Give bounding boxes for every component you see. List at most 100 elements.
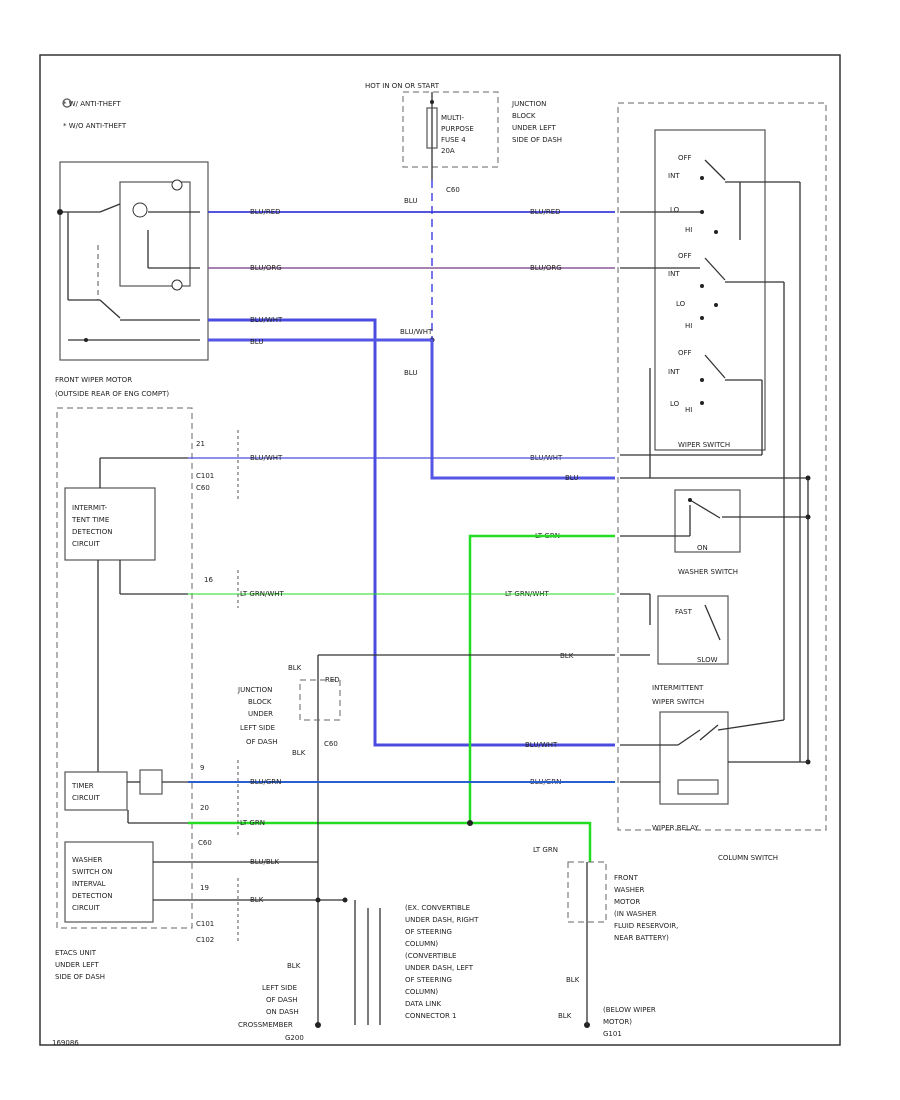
ws2-hi: HI — [685, 322, 692, 330]
wire-blk-washer-top: BLK — [566, 976, 580, 984]
junction-top-3: UNDER LEFT — [512, 124, 556, 132]
ground-5: G200 — [285, 1034, 304, 1042]
int-circuit-3: DETECTION — [72, 528, 113, 536]
ws1-lo: LO — [670, 206, 680, 214]
wire-blu-blk: BLU/BLK — [250, 858, 280, 866]
column-switch-label: COLUMN SWITCH — [718, 854, 778, 862]
intermittent-fast: FAST — [675, 608, 693, 616]
wire-lt-grn — [188, 534, 615, 862]
hot-note: HOT IN ON OR START — [365, 82, 440, 90]
washer-motor-1: FRONT — [614, 874, 639, 882]
conv-note-8: COLUMN) — [405, 988, 438, 996]
conv-note-5: (CONVERTIBLE — [405, 952, 456, 960]
conv-note-3: OF STEERING — [405, 928, 452, 936]
pin-19: 19 — [200, 884, 209, 892]
conn-c101: C101 — [196, 472, 214, 480]
wiper-switch-label: WIPER SWITCH — [678, 441, 730, 449]
pin-9: 9 — [200, 764, 204, 772]
pin-16: 16 — [204, 576, 213, 584]
wire-blu-red-left: BLU/RED — [250, 208, 281, 216]
legend-line-2: * W/O ANTI-THEFT — [63, 122, 127, 130]
ws3-hi: HI — [685, 406, 692, 414]
column-switch-box — [617, 102, 827, 831]
etacs-box — [56, 407, 193, 929]
fuse-label-3: FUSE 4 — [441, 136, 466, 144]
conn-c60b: C60 — [198, 839, 212, 847]
page-id: 169086 — [52, 1039, 79, 1047]
washer-circuit-3: INTERVAL — [72, 880, 106, 888]
conn-c101b: C101 — [196, 920, 214, 928]
fuse-box — [402, 91, 499, 168]
conn-c60a: C60 — [196, 484, 210, 492]
conv-note-7: OF STEERING — [405, 976, 452, 984]
conv-note-4: COLUMN) — [405, 940, 438, 948]
int-circuit-4: CIRCUIT — [72, 540, 101, 548]
wire-blu-wht-left: BLU/WHT — [250, 316, 283, 324]
ws2-off: OFF — [678, 252, 692, 260]
wiper-motor-label-1: FRONT WIPER MOTOR — [55, 376, 132, 384]
washer-switch-label: WASHER SWITCH — [678, 568, 738, 576]
washer-switch-state: ON — [697, 544, 708, 552]
wire-blu-org-left: BLU/ORG — [250, 264, 282, 272]
conn-c102: C102 — [196, 936, 214, 944]
intermittent-label-2: WIPER SWITCH — [652, 698, 704, 706]
wire-blu-grn-left: BLU/GRN — [250, 778, 281, 786]
wire-blu-wht-mid: BLU/WHT — [400, 328, 433, 336]
conv-note-6: UNDER DASH, LEFT — [405, 964, 474, 972]
diagram-frame — [39, 54, 841, 1046]
washer-motor-4: (IN WASHER — [614, 910, 657, 918]
timer-circuit-1: TIMER — [71, 782, 94, 790]
below-motor-1: (BELOW WIPER — [603, 1006, 656, 1014]
wire-blu-wht-etacs-label: BLU/WHT — [250, 454, 283, 462]
ground-3: ON DASH — [266, 1008, 299, 1016]
wire-blu-mid: BLU — [404, 369, 417, 377]
washer-motor-3: MOTOR — [614, 898, 640, 906]
washer-motor-6: NEAR BATTERY) — [614, 934, 669, 942]
wire-lt-grn-washer: LT GRN — [533, 846, 558, 854]
junction-top-4: SIDE OF DASH — [512, 136, 562, 144]
ws2-lo: LO — [676, 300, 686, 308]
etacs-label-2: UNDER LEFT — [55, 961, 99, 969]
ws1-int: INT — [668, 172, 680, 180]
washer-motor-2: WASHER — [614, 886, 644, 894]
ws3-int: INT — [668, 368, 680, 376]
washer-motor-5: FLUID RESERVOIR, — [614, 922, 678, 930]
fuse-label-1: MULTI- — [441, 114, 464, 122]
pin-21: 21 — [196, 440, 205, 448]
wiper-switch-box — [654, 129, 766, 451]
washer-switch-box — [674, 489, 741, 553]
junction-mid-4: LEFT SIDE — [240, 724, 275, 732]
ws1-hi: HI — [685, 226, 692, 234]
ws2-int: INT — [668, 270, 680, 278]
wire-lt-grn-bottom: LT GRN — [240, 819, 265, 827]
ws1-off: OFF — [678, 154, 692, 162]
conn-c60c: C60 — [324, 740, 338, 748]
wire-blk-vertical: BLK — [287, 962, 301, 970]
wire-blu-top: BLU — [404, 197, 417, 205]
wire-blk-lower: BLK — [292, 749, 306, 757]
washer-circuit-1: WASHER — [72, 856, 102, 864]
ws3-lo: LO — [670, 400, 680, 408]
wire-blk-right: BLK — [560, 652, 574, 660]
junction-mid-3: UNDER — [248, 710, 273, 718]
ws3-off: OFF — [678, 349, 692, 357]
conv-note-10: CONNECTOR 1 — [405, 1012, 457, 1020]
int-circuit-1: INTERMIT- — [72, 504, 108, 512]
int-circuit-2: TENT TIME — [71, 516, 109, 524]
timer-circuit-box — [64, 771, 128, 811]
fuse-label-4: 20A — [441, 147, 455, 155]
intermittent-switch-box — [657, 595, 729, 665]
washer-circuit-2: SWITCH ON — [72, 868, 112, 876]
junction-mid-1: JUNCTION — [237, 686, 272, 694]
junction-top-2: BLOCK — [512, 112, 536, 120]
wire-blu-red-right: BLU/RED — [530, 208, 561, 216]
wiper-motor-label-2: (OUTSIDE REAR OF ENG COMPT) — [55, 390, 169, 398]
wire-blk-junction: BLK — [288, 664, 302, 672]
below-motor-3: G101 — [603, 1030, 622, 1038]
pin-20: 20 — [200, 804, 209, 812]
washer-circuit-box — [64, 841, 154, 923]
below-motor-2: MOTOR) — [603, 1018, 632, 1026]
wiper-relay-label: WIPER RELAY — [652, 824, 699, 832]
junction-mid-2: BLOCK — [248, 698, 272, 706]
